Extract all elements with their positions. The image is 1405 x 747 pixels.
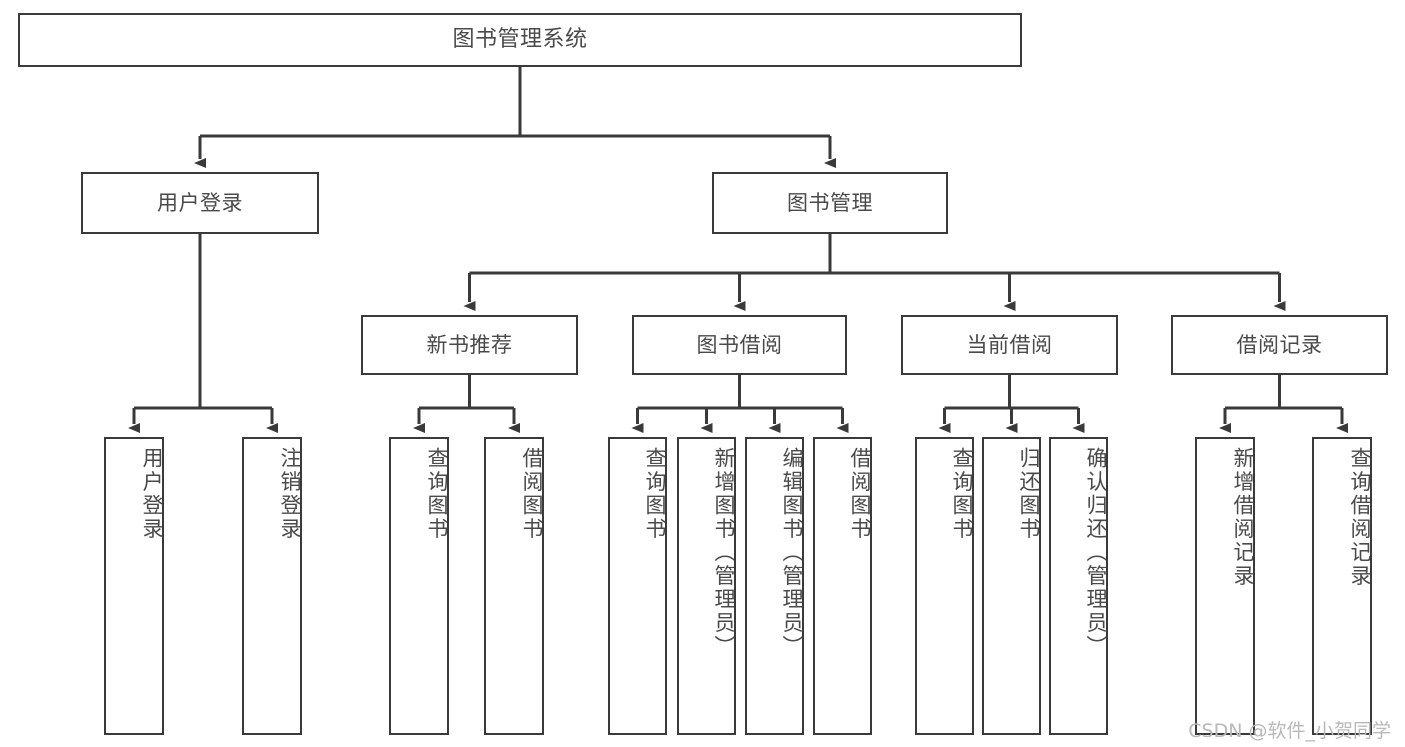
node-label-root: 图书管理系统 <box>452 27 588 53</box>
watermark-text: CSDN @软件_小贺同学 <box>1188 720 1391 742</box>
node-label-new-book-rec: 新书推荐 <box>426 332 513 357</box>
node-book-manage[interactable]: 图书管理 <box>712 172 948 234</box>
node-label-leaf-logout: 注销登录 <box>278 447 302 541</box>
node-leaf-add-record[interactable]: 新增借阅记录 <box>1195 437 1255 735</box>
node-label-leaf-query-book-3: 查询图书 <box>950 447 974 541</box>
node-label-leaf-confirm-return: 确认归还（管理员） <box>1084 447 1108 659</box>
node-leaf-borrow-book-2[interactable]: 借阅图书 <box>813 437 872 735</box>
node-root[interactable]: 图书管理系统 <box>18 13 1022 67</box>
node-leaf-user-login[interactable]: 用户登录 <box>104 437 164 735</box>
node-label-leaf-query-book-1: 查询图书 <box>425 447 449 541</box>
node-cur-borrow[interactable]: 当前借阅 <box>901 315 1118 375</box>
node-user-login[interactable]: 用户登录 <box>81 172 319 234</box>
node-label-book-manage: 图书管理 <box>787 190 873 215</box>
node-label-cur-borrow: 当前借阅 <box>966 332 1053 357</box>
node-leaf-query-record[interactable]: 查询借阅记录 <box>1312 437 1372 735</box>
node-leaf-borrow-book-1[interactable]: 借阅图书 <box>484 437 544 735</box>
node-leaf-confirm-return[interactable]: 确认归还（管理员） <box>1049 437 1108 735</box>
node-book-borrow[interactable]: 图书借阅 <box>632 315 847 375</box>
node-leaf-logout[interactable]: 注销登录 <box>242 437 302 735</box>
node-leaf-add-book[interactable]: 新增图书（管理员） <box>677 437 736 735</box>
node-borrow-log[interactable]: 借阅记录 <box>1171 315 1388 375</box>
node-leaf-edit-book[interactable]: 编辑图书（管理员） <box>745 437 804 735</box>
node-leaf-query-book-3[interactable]: 查询图书 <box>915 437 974 735</box>
node-label-leaf-borrow-book-2: 借阅图书 <box>848 447 872 541</box>
node-label-leaf-query-record: 查询借阅记录 <box>1348 447 1372 588</box>
node-label-leaf-add-book: 新增图书（管理员） <box>712 447 736 659</box>
node-label-book-borrow: 图书借阅 <box>696 332 783 357</box>
node-label-leaf-user-login: 用户登录 <box>140 447 164 541</box>
node-leaf-query-book-2[interactable]: 查询图书 <box>608 437 667 735</box>
node-new-book-rec[interactable]: 新书推荐 <box>361 315 578 375</box>
node-label-borrow-log: 借阅记录 <box>1236 332 1323 357</box>
node-leaf-query-book-1[interactable]: 查询图书 <box>389 437 449 735</box>
node-label-user-login: 用户登录 <box>157 190 243 215</box>
node-label-leaf-add-record: 新增借阅记录 <box>1231 447 1255 588</box>
node-label-leaf-query-book-2: 查询图书 <box>643 447 667 541</box>
node-label-leaf-edit-book: 编辑图书（管理员） <box>780 447 804 659</box>
node-label-leaf-borrow-book-1: 借阅图书 <box>520 447 544 541</box>
node-leaf-return-book[interactable]: 归还图书 <box>982 437 1041 735</box>
node-label-leaf-return-book: 归还图书 <box>1017 447 1041 541</box>
